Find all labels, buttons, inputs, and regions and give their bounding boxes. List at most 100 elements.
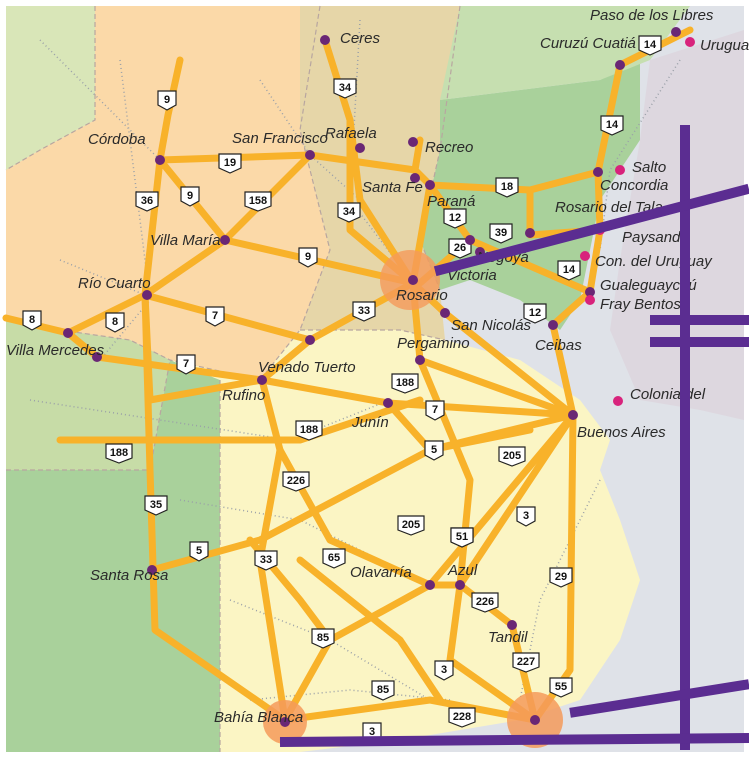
label-pergamino: Pergamino [397, 335, 470, 352]
route-shield-12: 12 [523, 303, 547, 324]
svg-text:158: 158 [249, 195, 267, 207]
route-shield-188: 188 [295, 420, 323, 441]
route-shield-12: 12 [443, 208, 467, 229]
label-rufino: Rufino [222, 387, 265, 404]
city-dot [585, 295, 595, 305]
region-buenos-aires [170, 330, 640, 752]
route-shield-188: 188 [391, 373, 419, 394]
label-parana: Paraná [427, 193, 475, 210]
route-shield-7: 7 [425, 400, 445, 421]
city-dot [408, 275, 418, 285]
city-dot [425, 580, 435, 590]
label-cordoba: Córdoba [88, 131, 146, 148]
route-shield-8: 8 [105, 312, 125, 333]
route-shield-35: 35 [144, 495, 168, 516]
city-dot [568, 410, 578, 420]
route-shield-228: 228 [448, 707, 476, 728]
city-dot [92, 352, 102, 362]
label-rosario: Rosario [396, 287, 448, 304]
city-dot [525, 228, 535, 238]
svg-text:188: 188 [396, 377, 414, 389]
label-uruguaiana: Uruguaiana [700, 37, 749, 54]
svg-text:12: 12 [529, 307, 541, 319]
svg-text:226: 226 [476, 596, 494, 608]
svg-text:14: 14 [563, 264, 576, 276]
label-ceibas: Ceibas [535, 337, 582, 354]
city-dot [220, 235, 230, 245]
svg-text:227: 227 [517, 656, 535, 668]
region-cordoba [6, 6, 330, 380]
svg-text:5: 5 [196, 545, 202, 557]
label-curuzu-cuatia: Curuzú Cuatiá [540, 35, 636, 52]
route-shield-14: 14 [600, 115, 624, 136]
label-paysandu: Paysandú [622, 229, 689, 246]
label-buenos-aires: Buenos Aires [577, 424, 666, 441]
city-dot [613, 396, 623, 406]
svg-text:36: 36 [141, 195, 153, 207]
label-santa-rosa: Santa Rosa [90, 567, 168, 584]
label-santa-fe: Santa Fe [362, 179, 423, 196]
svg-text:9: 9 [305, 251, 311, 263]
label-recreo: Recreo [425, 139, 473, 156]
city-dot [280, 717, 290, 727]
overlay-lines [279, 125, 749, 750]
city-dot [685, 37, 695, 47]
city-dot [320, 35, 330, 45]
label-junin: Junín [351, 414, 389, 431]
label-san-nicolas: San Nicolás [451, 317, 532, 334]
route-shield-65: 65 [322, 548, 346, 569]
city-labels: Ceres Córdoba San Francisco Rafaela Recr… [6, 7, 749, 726]
route-shield-9: 9 [157, 90, 177, 111]
label-colonia: Colonia del [630, 386, 706, 403]
route-shield-158: 158 [244, 191, 272, 212]
label-rio-cuarto: Río Cuarto [78, 275, 151, 292]
city-dot [425, 180, 435, 190]
svg-text:26: 26 [454, 242, 466, 254]
label-rosario-del-tala: Rosario del Tala [555, 199, 663, 216]
city-dot [63, 328, 73, 338]
svg-text:18: 18 [501, 181, 513, 193]
route-shield-3: 3 [516, 506, 536, 527]
region-san-luis [6, 320, 170, 470]
city-dot [507, 620, 517, 630]
label-villa-maria: Villa María [150, 232, 221, 249]
route-shield-55: 55 [549, 677, 573, 698]
city-dot [408, 137, 418, 147]
region-la-pampa [6, 360, 220, 752]
city-dot [548, 320, 558, 330]
svg-text:9: 9 [187, 190, 193, 202]
route-shield-226: 226 [471, 592, 499, 613]
svg-text:7: 7 [432, 404, 438, 416]
city-dot [455, 580, 465, 590]
svg-text:8: 8 [29, 314, 35, 326]
route-shield-85: 85 [311, 628, 335, 649]
city-dot [580, 251, 590, 261]
svg-text:55: 55 [555, 681, 567, 693]
route-shield-85: 85 [371, 680, 395, 701]
label-fray-bentos: Fray Bentos [600, 296, 681, 313]
route-shield-34: 34 [333, 78, 357, 99]
label-con-del-uruguay: Con. del Uruguay [595, 253, 713, 270]
svg-text:7: 7 [212, 310, 218, 322]
route-shield-39: 39 [489, 223, 513, 244]
svg-text:51: 51 [456, 531, 468, 543]
city-dot [530, 715, 540, 725]
city-dot [465, 235, 475, 245]
svg-text:188: 188 [300, 424, 318, 436]
region-west [6, 6, 110, 170]
route-shield-51: 51 [450, 527, 474, 548]
city-dot [305, 335, 315, 345]
route-shield-7: 7 [176, 354, 196, 375]
svg-text:34: 34 [343, 206, 356, 218]
region-corrientes [440, 6, 690, 100]
route-shield-5: 5 [189, 541, 209, 562]
route-shield-226: 226 [282, 471, 310, 492]
route-shield-3: 3 [434, 660, 454, 681]
route-shield-34: 34 [337, 202, 361, 223]
label-tandil: Tandil [488, 629, 528, 646]
route-shield-8: 8 [22, 310, 42, 331]
city-dot [410, 173, 420, 183]
svg-text:5: 5 [431, 444, 437, 456]
